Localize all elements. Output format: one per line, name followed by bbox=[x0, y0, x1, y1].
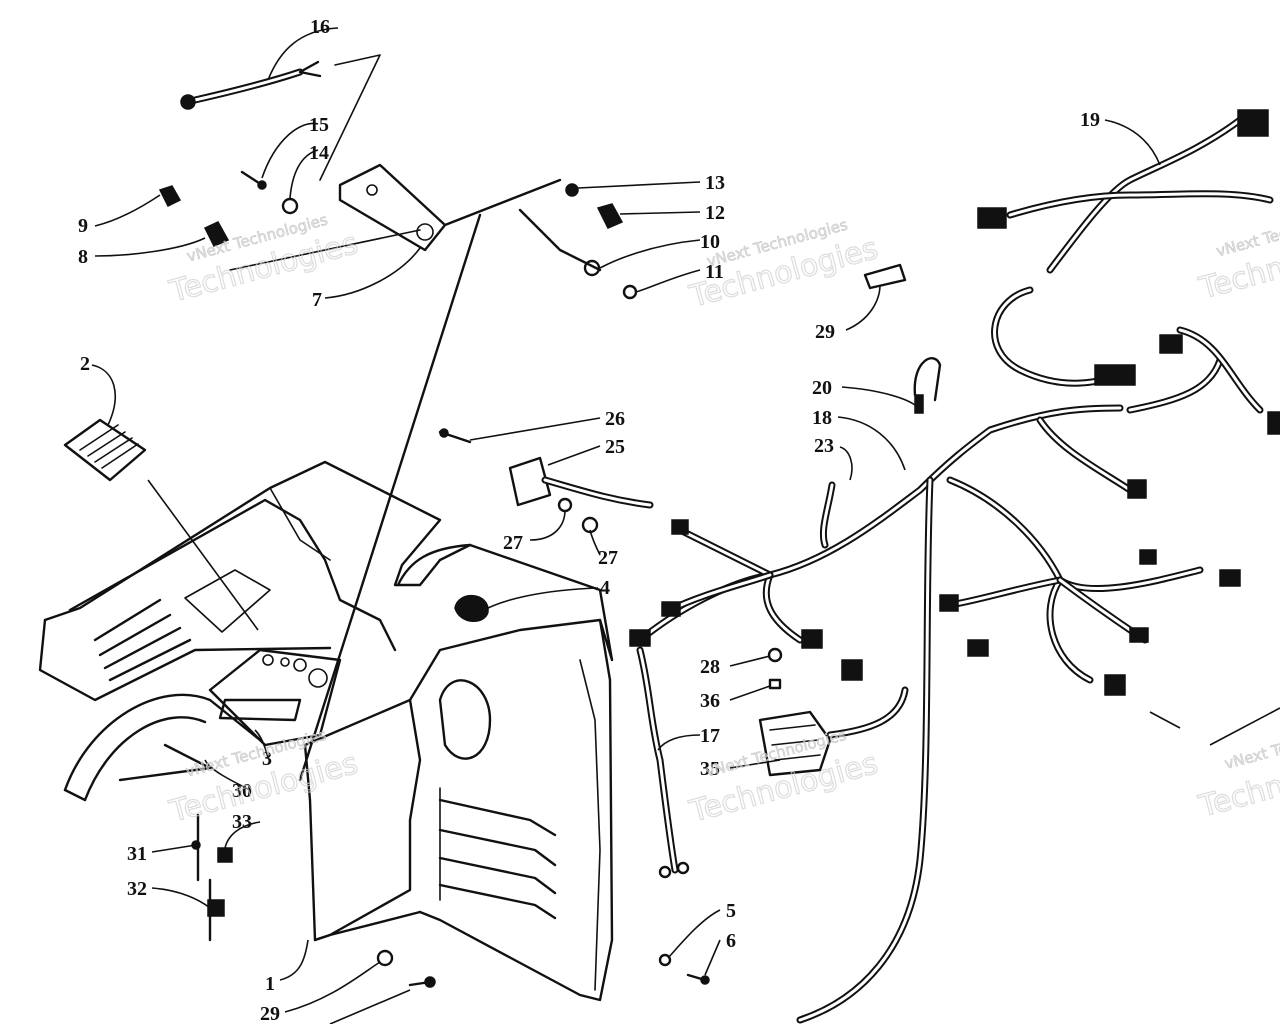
callout-26: 27 bbox=[503, 532, 523, 554]
callout-35: 35 bbox=[700, 758, 720, 780]
callout-labels: 16 15 14 9 8 7 13 12 10 11 2 26 25 27 27… bbox=[78, 16, 1100, 1024]
callout-32: 33 bbox=[232, 811, 252, 833]
leader-lines bbox=[91, 27, 1280, 1024]
callout-27-upper: 27 bbox=[598, 547, 618, 569]
right-louvers bbox=[438, 787, 557, 920]
callout-5: 5 bbox=[726, 900, 736, 922]
callout-13: 13 bbox=[705, 172, 725, 194]
callout-18: 18 bbox=[812, 407, 832, 429]
callout-29: 30 bbox=[232, 780, 252, 802]
left-louvers bbox=[93, 598, 192, 682]
watermark-1: vNext Technologies Technologies bbox=[165, 210, 362, 310]
instrument-panel bbox=[208, 648, 342, 747]
watermark-3: vNext Technologies Technologies bbox=[1195, 205, 1280, 307]
callout-10: 10 bbox=[700, 231, 720, 253]
callout-4: 4 bbox=[600, 577, 610, 599]
wiring-harness bbox=[629, 109, 1280, 1024]
callout-15: 15 bbox=[309, 114, 329, 136]
callout-11: 11 bbox=[705, 261, 724, 283]
callout-1: 1 bbox=[265, 973, 275, 995]
callout-25: 26 bbox=[605, 408, 625, 430]
callout-9: 9 bbox=[78, 215, 88, 237]
callout-28: 29 bbox=[815, 321, 835, 343]
callout-8: 8 bbox=[78, 246, 88, 268]
watermark-2: vNext Technologies Technologies bbox=[685, 215, 882, 315]
callout-36: 36 bbox=[700, 690, 720, 712]
svg-text:vNext Technologies: vNext Technologies bbox=[1223, 718, 1280, 773]
small-parts bbox=[63, 54, 909, 988]
callout-23: 20 bbox=[812, 377, 832, 399]
callout-33: 29 bbox=[260, 1003, 280, 1024]
callout-20: 23 bbox=[814, 435, 834, 457]
callout-19: 19 bbox=[1080, 109, 1100, 131]
watermark-6: vNext Technologies Technologies bbox=[1194, 718, 1280, 826]
callout-12: 12 bbox=[705, 202, 725, 224]
callout-24: 25 bbox=[605, 436, 625, 458]
callout-7: 7 bbox=[312, 289, 322, 311]
callout-30: 31 bbox=[127, 843, 147, 865]
console-body bbox=[38, 460, 614, 1002]
callout-27-lower: 28 bbox=[700, 656, 720, 678]
connector-icon bbox=[661, 601, 681, 617]
callout-16: 16 bbox=[310, 16, 330, 38]
callout-17: 17 bbox=[700, 725, 720, 747]
callout-31: 32 bbox=[127, 878, 147, 900]
callout-6: 6 bbox=[726, 930, 736, 952]
callout-2: 2 bbox=[80, 353, 90, 375]
callout-14: 14 bbox=[309, 142, 329, 164]
callout-3: 3 bbox=[262, 748, 272, 770]
